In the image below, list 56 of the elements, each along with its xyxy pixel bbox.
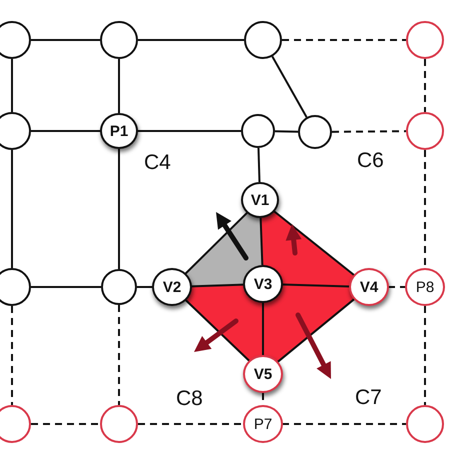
connector-line (277, 298, 355, 363)
dashed-line (388, 286, 406, 288)
connector-line (274, 130, 298, 133)
labeled-node: V2 (152, 268, 192, 306)
connector-line (185, 299, 250, 362)
empty-node (406, 21, 444, 59)
labeled-node: V1 (241, 182, 279, 218)
connector-line (118, 149, 120, 269)
connector-line (138, 39, 244, 41)
dashed-line (424, 150, 426, 268)
empty-node (244, 21, 282, 59)
dashed-line (424, 59, 426, 112)
empty-node (0, 112, 31, 150)
dashed-line (31, 423, 100, 425)
connector-line (260, 218, 264, 266)
empty-node (100, 405, 138, 443)
connector-line (137, 130, 241, 132)
empty-node (0, 405, 31, 443)
connector-line (184, 212, 248, 274)
dashed-line (118, 305, 120, 405)
cell-label: C8 (176, 388, 203, 409)
empty-node (298, 115, 332, 149)
connector-line (258, 148, 260, 182)
connector-line (190, 284, 244, 288)
dashed-line (138, 423, 244, 425)
empty-node (406, 405, 444, 443)
connector-line (137, 286, 153, 288)
labeled-node: P7 (243, 405, 283, 443)
connector-line (11, 150, 13, 268)
connector-line (31, 286, 101, 288)
empty-node (0, 21, 31, 59)
connector-line (273, 210, 355, 276)
cell-label: C4 (144, 152, 171, 173)
dashed-line (282, 423, 406, 425)
labeled-node: V4 (349, 268, 389, 306)
connector-line (31, 130, 101, 132)
empty-node (101, 269, 137, 305)
connector-line (271, 56, 308, 118)
labeled-node: P8 (405, 268, 445, 306)
connector-line (11, 59, 13, 112)
connector-line (118, 59, 120, 113)
labeled-node: V5 (243, 355, 283, 393)
empty-node (0, 268, 31, 306)
dashed-line (332, 130, 406, 133)
empty-node (406, 112, 444, 150)
empty-node (241, 114, 275, 148)
cell-label: C7 (355, 387, 382, 408)
dashed-line (424, 306, 426, 405)
connector-line (31, 39, 100, 41)
labeled-node: P1 (100, 113, 138, 149)
empty-node (100, 21, 138, 59)
dashed-line (11, 306, 13, 405)
connector-line (282, 284, 350, 288)
connector-line (262, 303, 264, 355)
cell-label: C6 (357, 150, 384, 171)
dashed-line (282, 39, 406, 41)
